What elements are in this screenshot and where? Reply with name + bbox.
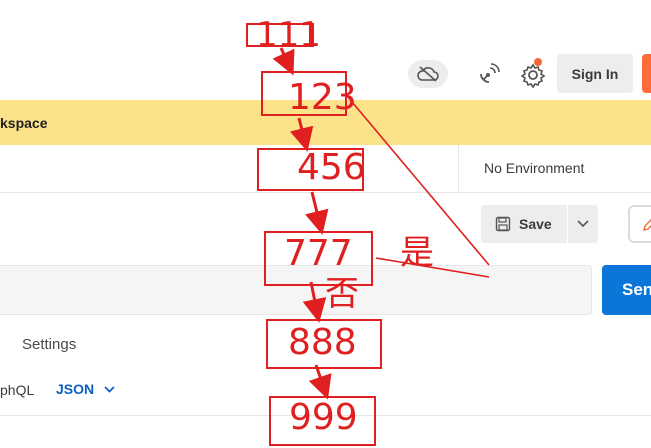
body-format-label: JSON xyxy=(56,381,95,397)
send-button[interactable]: Sen xyxy=(602,265,651,315)
step-label-888: 888 xyxy=(288,322,357,363)
save-button[interactable]: Save xyxy=(481,205,567,243)
chevron-down-icon xyxy=(577,220,589,228)
save-options-button[interactable] xyxy=(568,205,598,243)
body-option-graphql[interactable]: phQL xyxy=(0,382,35,398)
divider xyxy=(458,145,459,193)
step-box-999 xyxy=(269,396,376,446)
notification-dot xyxy=(534,58,542,66)
arrow-456-777 xyxy=(305,191,329,235)
workspace-banner xyxy=(0,100,651,145)
save-icon xyxy=(495,216,511,232)
cloud-sync-button[interactable] xyxy=(408,60,448,88)
divider xyxy=(0,415,651,416)
environment-selector[interactable]: No Environment xyxy=(484,160,585,176)
create-account-button[interactable] xyxy=(642,54,651,93)
chevron-down-icon xyxy=(104,385,115,393)
cloud-off-icon xyxy=(417,66,439,82)
gear-icon[interactable] xyxy=(520,62,546,89)
step-label-999: 999 xyxy=(289,397,358,438)
body-format-select[interactable]: JSON xyxy=(56,381,115,397)
edit-button[interactable] xyxy=(628,205,651,243)
tab-row xyxy=(0,145,651,193)
url-input[interactable] xyxy=(0,265,592,315)
save-label: Save xyxy=(519,216,552,232)
sign-in-button[interactable]: Sign In xyxy=(557,54,633,93)
tab-settings[interactable]: Settings xyxy=(22,336,77,353)
step-box-888 xyxy=(266,319,382,369)
banner-text: kspace xyxy=(0,115,48,131)
top-bar xyxy=(0,0,651,100)
pencil-icon xyxy=(643,219,651,231)
satellite-icon[interactable] xyxy=(477,62,501,86)
arrow-888-999 xyxy=(308,364,332,400)
